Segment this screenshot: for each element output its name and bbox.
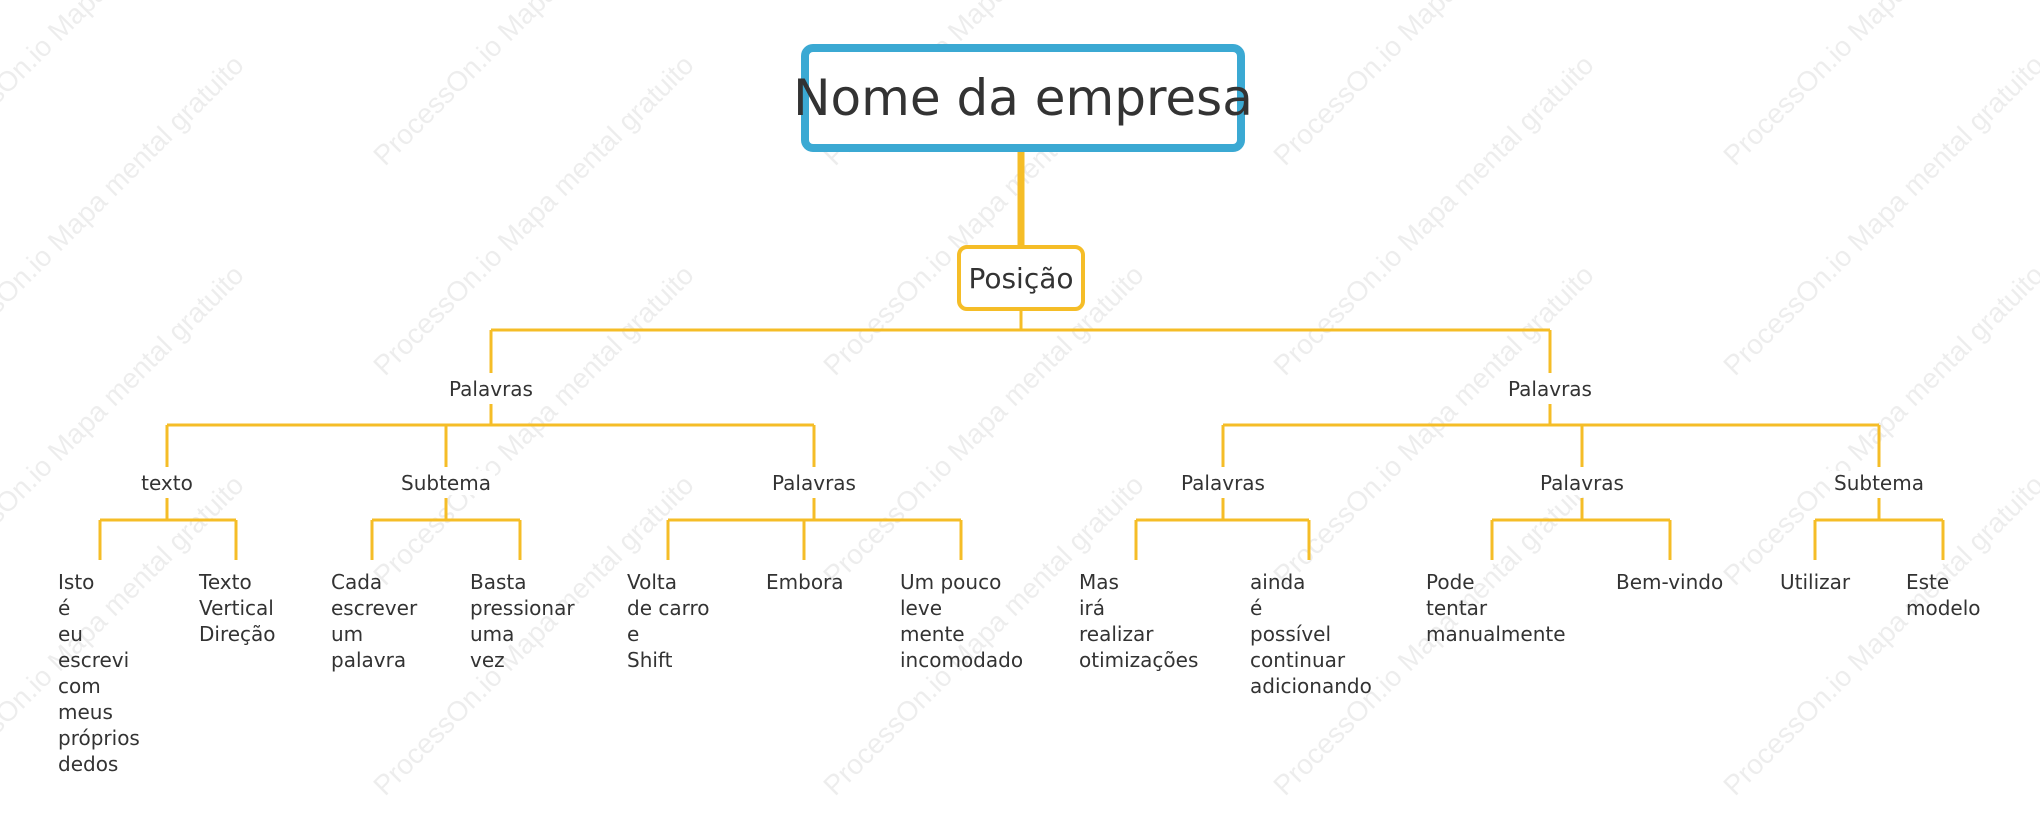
leaf-line: irá — [1079, 596, 1106, 620]
leaf-line: Vertical — [199, 596, 274, 620]
leaf-line: pressionar — [470, 596, 575, 620]
leaf-line: Utilizar — [1780, 570, 1851, 594]
leaf-line: modelo — [1906, 596, 1981, 620]
leaf-line: Basta — [470, 570, 527, 594]
leaf-line: escrevi — [58, 648, 130, 672]
leaf-line: incomodado — [900, 648, 1024, 672]
leaf-node[interactable]: Embora — [766, 569, 844, 595]
branch-label-0[interactable]: Palavras — [445, 377, 537, 401]
child-label-1-1[interactable]: Palavras — [1536, 471, 1628, 495]
leaf-line: Embora — [766, 570, 844, 594]
position-node[interactable]: Posição — [957, 245, 1085, 311]
leaf-line: um — [331, 622, 364, 646]
child-label-1-2[interactable]: Subtema — [1830, 471, 1928, 495]
child-label-0-2[interactable]: Palavras — [768, 471, 860, 495]
child-label-0-0[interactable]: texto — [137, 471, 197, 495]
leaf-line: Direção — [199, 622, 276, 646]
child-label-0-1[interactable]: Subtema — [397, 471, 495, 495]
position-node-label: Posição — [968, 261, 1074, 295]
leaf-line: meus — [58, 700, 113, 724]
leaf-line: de carro — [627, 596, 710, 620]
leaf-line: Isto — [58, 570, 95, 594]
leaf-line: palavra — [331, 648, 407, 672]
leaf-line: mente — [900, 622, 965, 646]
leaf-line: próprios — [58, 726, 140, 750]
leaf-line: escrever — [331, 596, 418, 620]
leaf-line: uma — [470, 622, 515, 646]
leaf-node[interactable]: Utilizar — [1780, 569, 1850, 595]
leaf-line: vez — [470, 648, 505, 672]
leaf-line: Shift — [627, 648, 673, 672]
leaf-line: continuar — [1250, 648, 1346, 672]
root-node-label: Nome da empresa — [793, 69, 1253, 127]
leaf-line: e — [627, 622, 640, 646]
leaf-line: otimizações — [1079, 648, 1199, 672]
leaf-line: leve — [900, 596, 943, 620]
leaf-line: ainda — [1250, 570, 1306, 594]
leaf-line: Cada — [331, 570, 383, 594]
leaf-line: eu — [58, 622, 83, 646]
leaf-line: tentar — [1426, 596, 1488, 620]
root-node[interactable]: Nome da empresa — [793, 44, 1253, 152]
leaf-line: dedos — [58, 752, 119, 776]
leaf-line: Texto — [199, 570, 252, 594]
leaf-line: é — [58, 596, 71, 620]
leaf-line: é — [1250, 596, 1263, 620]
leaf-line: adicionando — [1250, 674, 1372, 698]
leaf-node[interactable]: Bem-vindo — [1616, 569, 1723, 595]
leaf-line: Este — [1906, 570, 1950, 594]
leaf-line: realizar — [1079, 622, 1154, 646]
leaf-line: Pode — [1426, 570, 1475, 594]
leaf-line: Mas — [1079, 570, 1119, 594]
leaf-line: Volta — [627, 570, 678, 594]
leaf-line: possível — [1250, 622, 1332, 646]
child-label-1-0[interactable]: Palavras — [1177, 471, 1269, 495]
leaf-line: manualmente — [1426, 622, 1566, 646]
branch-label-1[interactable]: Palavras — [1504, 377, 1596, 401]
leaf-line: com — [58, 674, 101, 698]
leaf-line: Bem-vindo — [1616, 570, 1724, 594]
leaf-line: Um pouco — [900, 570, 1002, 594]
